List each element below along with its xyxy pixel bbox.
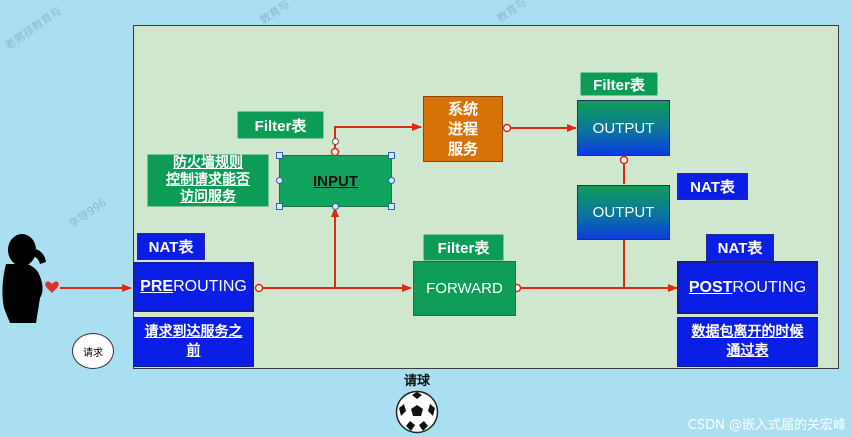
postrouting-note-line-2: 通过表 xyxy=(726,343,769,359)
selection-handle xyxy=(332,203,339,210)
filter-table-tag-forward: Filter表 xyxy=(423,234,504,261)
selection-handle xyxy=(276,177,283,184)
output-chain-nat[interactable]: OUTPUT xyxy=(577,185,670,240)
service-line-1: 系统 xyxy=(447,100,478,118)
prerouting-note-line-1: 请求到达服务之 xyxy=(144,324,243,340)
firewall-note-line-3: 访问服务 xyxy=(180,189,236,205)
firewall-note-line-1: 防火墙规则 xyxy=(173,155,243,171)
output-chain-filter[interactable]: OUTPUT xyxy=(577,100,670,156)
request-circle: 请求 xyxy=(72,333,114,369)
postrouting-note: 数据包离开的时候 通过表 xyxy=(677,317,818,367)
selection-handle xyxy=(388,152,395,159)
forward-chain[interactable]: FORWARD xyxy=(413,261,516,316)
csdn-credit: CSDN @嵌入式届的关宏峰 xyxy=(687,418,846,433)
ball-label: 请球 xyxy=(404,374,431,389)
nat-table-tag-postrouting: NAT表 xyxy=(706,234,774,261)
firewall-rules-note: 防火墙规则 控制请求能否 访问服务 xyxy=(147,154,269,207)
soccer-ball-icon xyxy=(395,390,439,434)
nat-table-tag-prerouting: NAT表 xyxy=(137,233,205,260)
selection-handle xyxy=(276,152,283,159)
person-silhouette-icon xyxy=(2,234,59,323)
prerouting-note-line-2: 前 xyxy=(186,343,201,359)
filter-table-tag-input: Filter表 xyxy=(237,111,324,139)
service-line-2: 进程 xyxy=(447,120,478,138)
service-line-3: 服务 xyxy=(447,140,478,158)
postrouting-note-line-1: 数据包离开的时候 xyxy=(691,324,804,340)
system-service-process[interactable]: 系统 进程 服务 xyxy=(423,96,503,162)
selection-handle xyxy=(388,177,395,184)
selection-handle xyxy=(332,138,339,145)
selection-handle xyxy=(276,203,283,210)
prerouting-suffix: ROUTING xyxy=(173,278,247,295)
selection-handle xyxy=(388,203,395,210)
input-chain[interactable]: INPUT xyxy=(279,155,392,207)
nat-table-tag-output: NAT表 xyxy=(677,173,748,200)
prerouting-note: 请求到达服务之 前 xyxy=(133,317,254,367)
filter-table-tag-output: Filter表 xyxy=(580,72,658,96)
prerouting-prefix: PRE xyxy=(140,278,174,295)
postrouting-prefix: POST xyxy=(688,278,733,296)
arrow-input-to-service xyxy=(334,123,422,148)
postrouting-suffix: ROUTING xyxy=(732,278,807,296)
firewall-note-line-2: 控制请求能否 xyxy=(166,172,250,188)
